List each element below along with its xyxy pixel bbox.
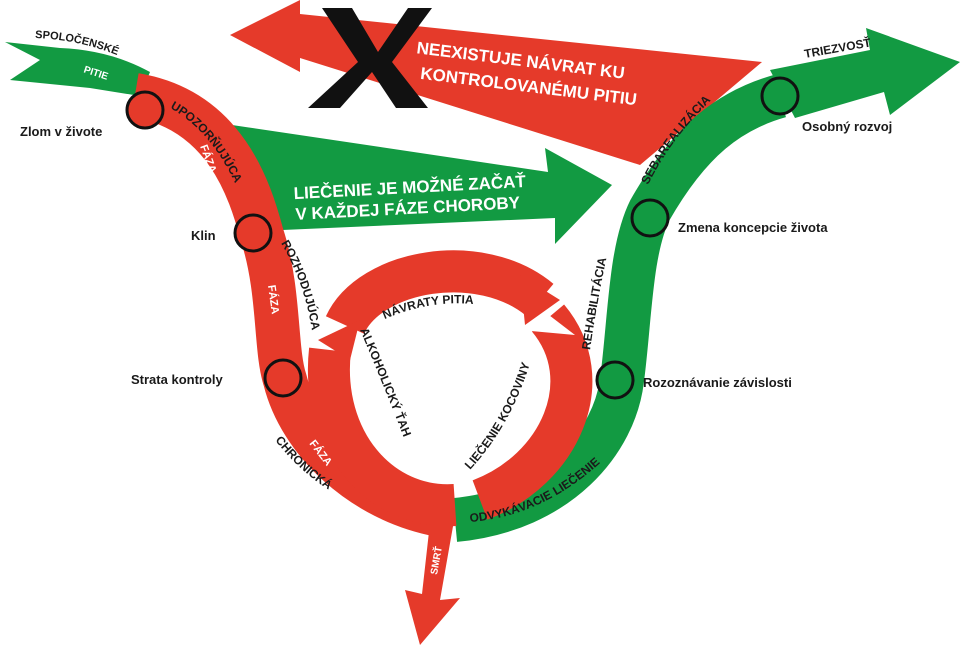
treatment-arrow xyxy=(232,125,612,244)
milestone-wedge-label: Klin xyxy=(191,228,216,243)
milestone-recognition-label: Rozoznávanie závislosti xyxy=(643,375,792,390)
milestone-growth-label: Osobný rozvoj xyxy=(802,119,892,134)
milestone-wedge-dot xyxy=(233,213,273,253)
craving-label: ALKOHOLICKÝ ŤAH xyxy=(357,326,414,439)
death-arrow xyxy=(405,505,460,645)
milestone-recognition-dot xyxy=(595,360,635,400)
x-mark-icon xyxy=(308,8,432,108)
milestone-breakpoint-dot xyxy=(125,90,165,130)
milestone-loss-label: Strata kontroly xyxy=(131,372,224,387)
crucial-phase-sub: FÁZA xyxy=(265,284,282,315)
sobriety-arrow xyxy=(770,28,960,118)
milestone-loss-dot xyxy=(263,358,303,398)
cycle-arrowhead-1 xyxy=(520,275,560,325)
cycle-ring xyxy=(307,250,593,527)
social-drinking-arrow xyxy=(5,42,150,96)
milestone-lifeconcept-label: Zmena koncepcie života xyxy=(678,220,828,235)
cycle-arrowhead-2 xyxy=(520,312,575,335)
milestone-lifeconcept-dot xyxy=(630,198,670,238)
milestone-growth-dot xyxy=(760,76,800,116)
cycle-arrowhead-3 xyxy=(318,320,360,360)
milestone-breakpoint-label: Zlom v živote xyxy=(20,124,102,139)
recovery-path xyxy=(452,74,787,542)
